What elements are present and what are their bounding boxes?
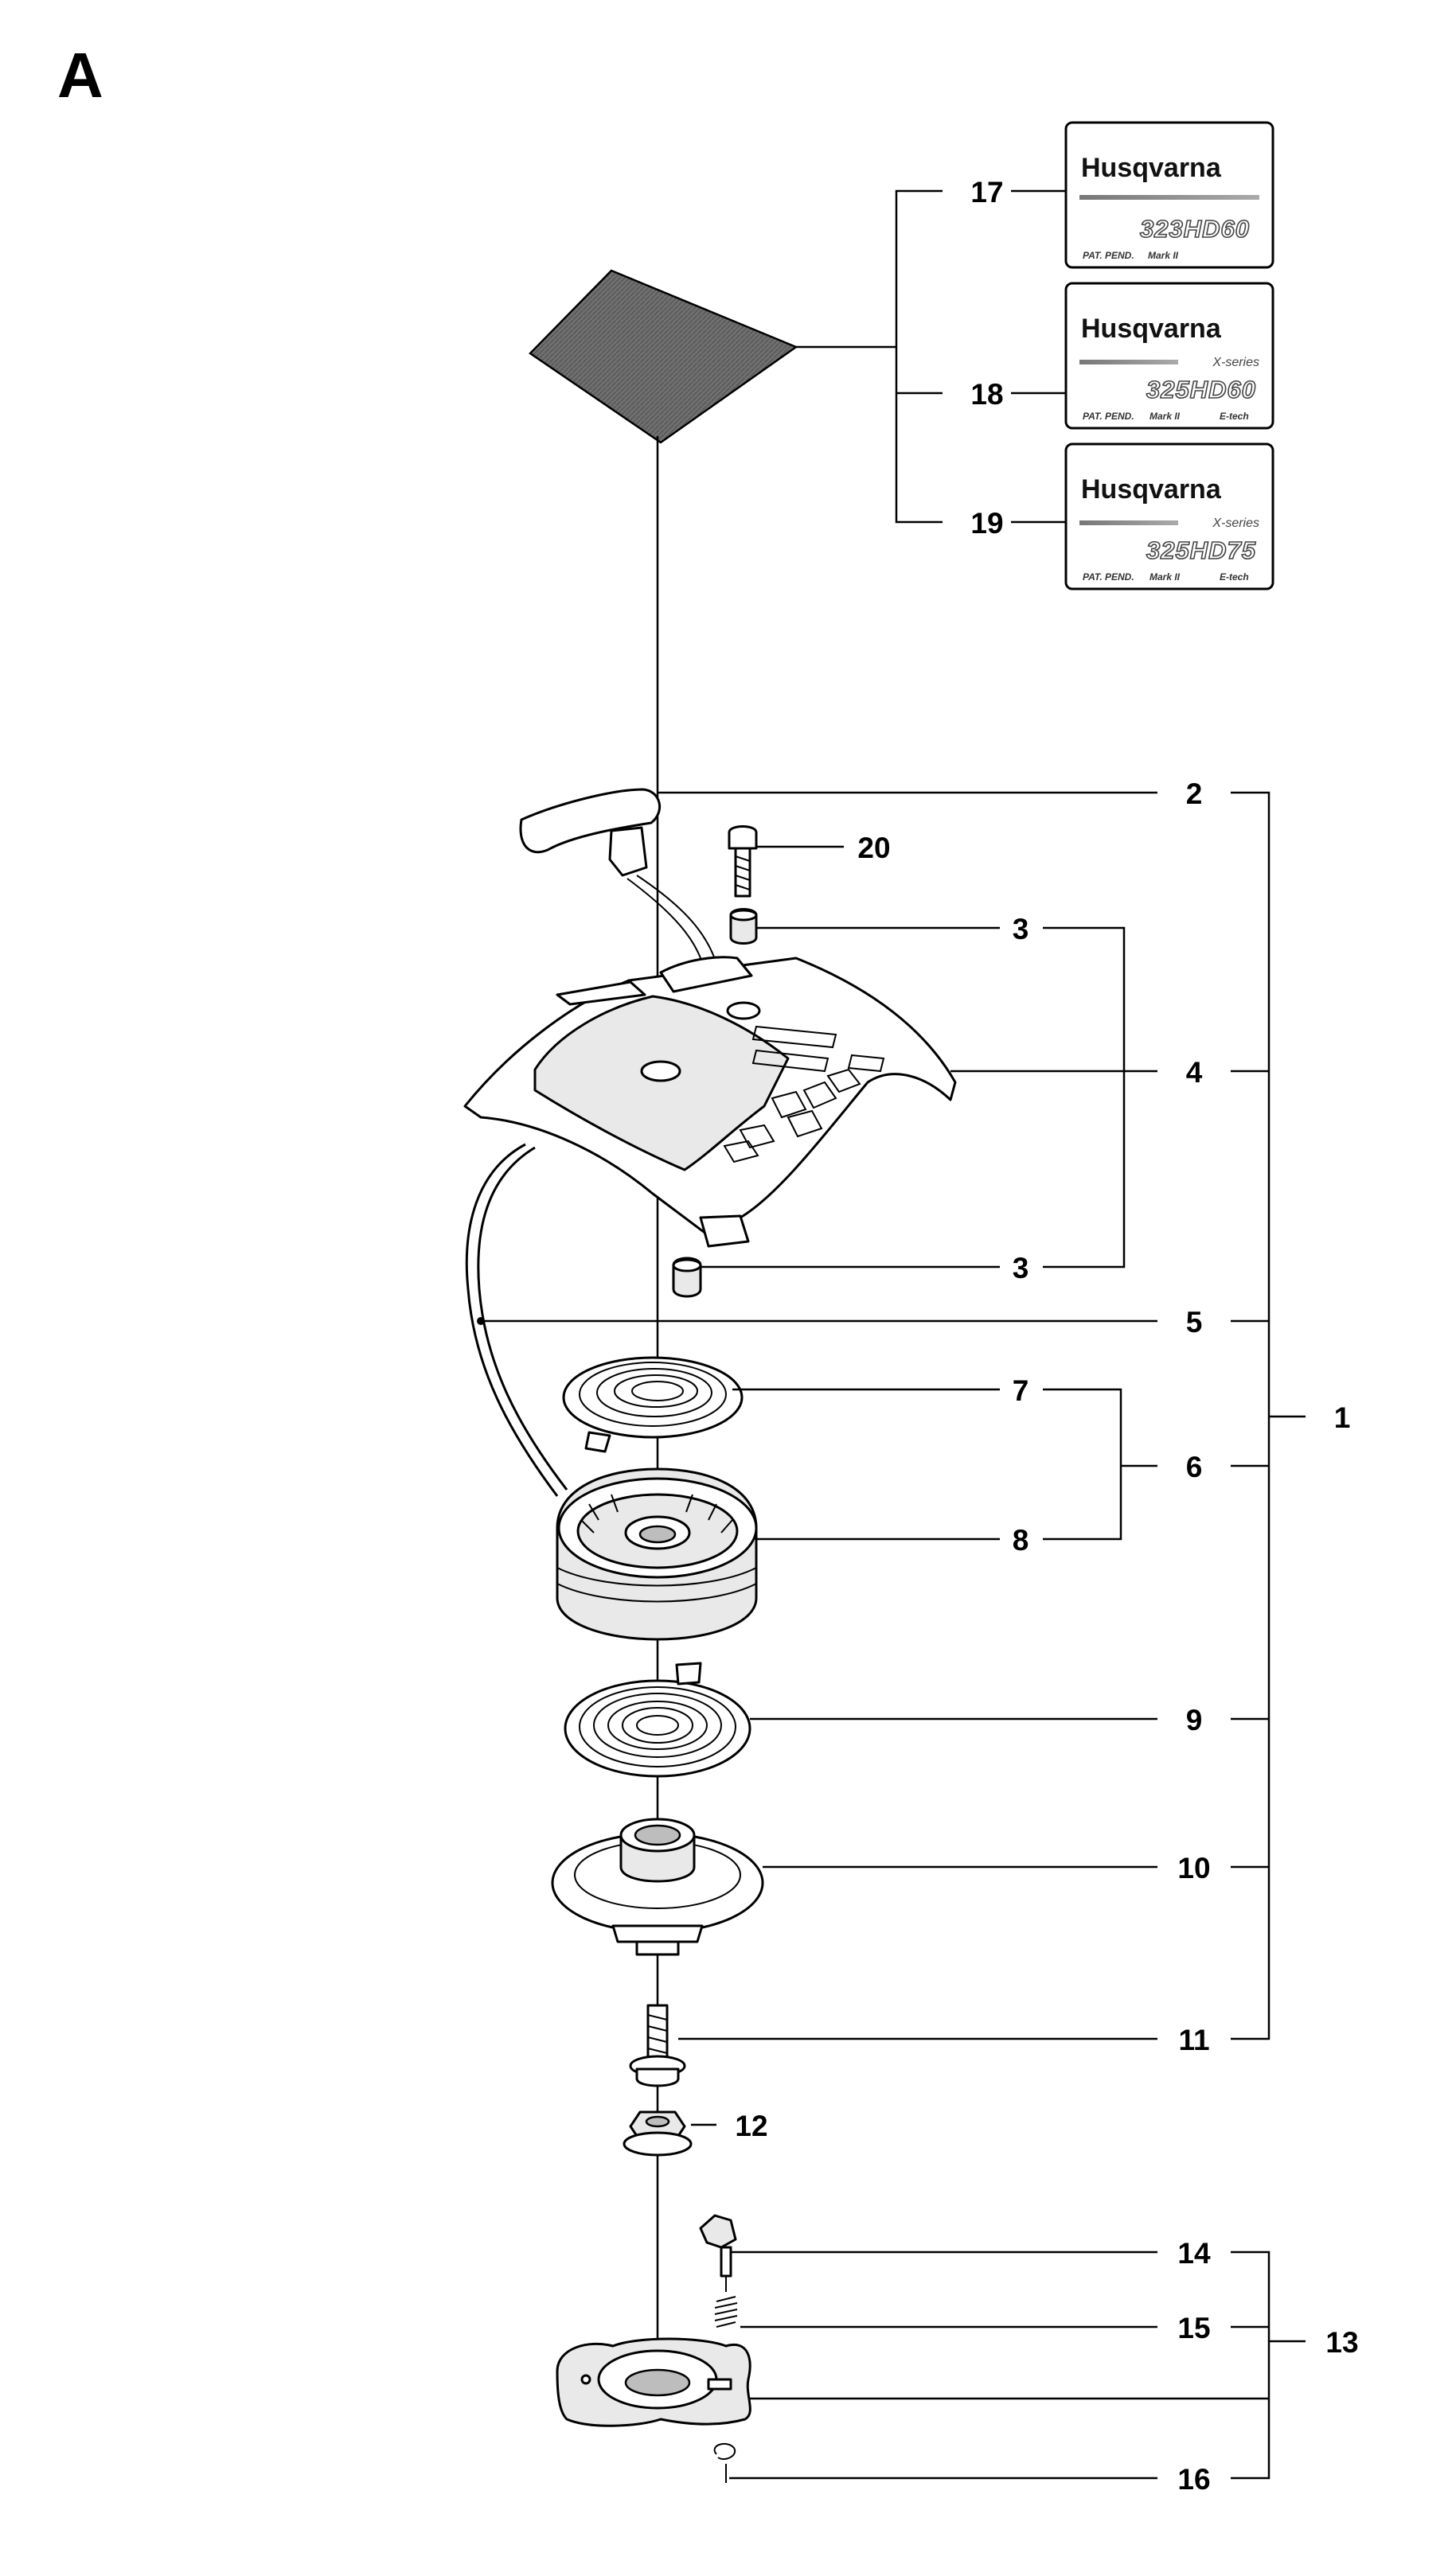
callout-12: 12 — [735, 2110, 767, 2142]
decal-19-mark: Mark II — [1150, 571, 1181, 583]
rewind-spring-7 — [562, 1356, 744, 1453]
nut-12 — [623, 2110, 693, 2157]
callout-1: 1 — [1334, 1401, 1351, 1434]
pawl-14 — [699, 2214, 737, 2278]
decal-17: Husqvarna 323HD60 PAT. PEND. Mark II — [1064, 121, 1274, 269]
decal-18-brand: Husqvarna — [1081, 314, 1222, 344]
decal-17-brand: Husqvarna — [1081, 153, 1222, 183]
pulley-8 — [556, 1467, 758, 1641]
callout-15: 15 — [1177, 2312, 1210, 2344]
screw-20 — [728, 825, 758, 898]
callout-19: 19 — [970, 507, 1003, 540]
callout-13: 13 — [1325, 2326, 1358, 2359]
callout-10: 10 — [1177, 1852, 1210, 1884]
starter-handle — [519, 788, 722, 988]
callout-3-upper: 3 — [1013, 913, 1029, 945]
sleeve-3-lower — [672, 1257, 702, 1298]
callout-5: 5 — [1186, 1306, 1203, 1339]
sleeve-3-upper — [729, 908, 758, 945]
bolt-11 — [629, 2004, 686, 2087]
callout-16: 16 — [1177, 2463, 1210, 2496]
spring-15 — [714, 2276, 738, 2328]
decal-19-pat: PAT. PEND. — [1083, 571, 1134, 583]
decal-17-pat: PAT. PEND. — [1083, 250, 1134, 261]
callout-14: 14 — [1177, 2237, 1211, 2270]
retainer-plate — [556, 2337, 751, 2427]
decal-17-mark: Mark II — [1148, 250, 1179, 261]
section-label: A — [57, 40, 103, 111]
callout-labels: 17 18 19 2 20 3 4 3 5 7 1 6 8 9 10 11 12… — [735, 176, 1358, 2496]
decal-19: Husqvarna X-series 325HD75 PAT. PEND. Ma… — [1064, 442, 1274, 590]
starter-rope — [465, 1143, 568, 1497]
decal-18-series: X-series — [1212, 356, 1259, 369]
decal-18-model: 325HD60 — [1146, 376, 1256, 403]
callout-2: 2 — [1186, 777, 1203, 810]
decal-18-pat: PAT. PEND. — [1083, 411, 1134, 422]
callout-4: 4 — [1186, 1056, 1203, 1089]
decal-18-etech: E-tech — [1220, 411, 1249, 422]
decal-17-model: 323HD60 — [1140, 215, 1250, 243]
rewind-spring-9 — [564, 1662, 751, 1778]
decal-19-brand: Husqvarna — [1081, 474, 1222, 505]
callout-20: 20 — [857, 832, 890, 864]
leader-lines — [481, 189, 1306, 2480]
callout-3-lower: 3 — [1013, 1252, 1029, 1284]
callout-7: 7 — [1013, 1374, 1029, 1407]
decal-sheet — [529, 269, 798, 444]
decal-18: Husqvarna X-series 325HD60 PAT. PEND. Ma… — [1064, 282, 1274, 430]
flange-10 — [551, 1818, 764, 1956]
decal-19-etech: E-tech — [1220, 571, 1249, 583]
callout-8: 8 — [1013, 1524, 1029, 1557]
decal-18-mark: Mark II — [1150, 411, 1181, 422]
callout-9: 9 — [1186, 1704, 1203, 1736]
callout-6: 6 — [1186, 1451, 1203, 1483]
callout-11: 11 — [1178, 2024, 1209, 2056]
callout-17: 17 — [970, 176, 1003, 208]
decal-19-model: 325HD75 — [1146, 536, 1256, 564]
decal-19-series: X-series — [1212, 516, 1259, 530]
clip-16 — [713, 2442, 736, 2483]
starter-cover — [463, 956, 957, 1248]
callout-18: 18 — [970, 378, 1003, 411]
